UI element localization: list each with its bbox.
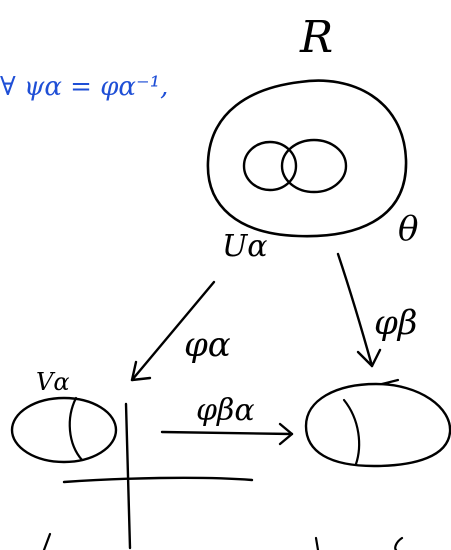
right-ellipse: [304, 382, 451, 468]
arrow-transition-head: [278, 422, 294, 446]
arrow-transition: [160, 430, 294, 436]
neighbor-set-label: θ: [398, 209, 418, 249]
arrow-phi-alpha: [130, 280, 216, 382]
domain-set-label: Vα: [36, 368, 70, 396]
chart-alpha-label: φα: [184, 325, 231, 365]
arrow-phi-beta-head: [356, 348, 382, 368]
left-ellipse: [10, 396, 118, 464]
space-blob: [206, 79, 408, 238]
arrow-phi-beta: [336, 252, 374, 368]
bottom-stroke-left: [42, 532, 52, 550]
blue-note: ∀ ψα = φα⁻¹,: [0, 72, 168, 102]
left-ellipse-chord: [68, 396, 84, 462]
horizontal-axis: [62, 476, 254, 484]
transition-label: φβα: [196, 393, 255, 428]
inner-circle-left: [242, 140, 298, 192]
open-set-label: Uα: [222, 229, 268, 264]
right-ellipse-top-tick: [380, 378, 400, 386]
bottom-stroke-right-b: [394, 536, 404, 550]
bottom-stroke-right-a: [314, 536, 320, 550]
vertical-axis: [124, 402, 132, 550]
inner-circle-right: [280, 138, 348, 194]
chart-beta-label: φβ: [374, 303, 417, 343]
arrow-phi-alpha-head: [130, 360, 152, 382]
space-label: R: [299, 12, 333, 63]
right-ellipse-chord: [342, 398, 361, 466]
